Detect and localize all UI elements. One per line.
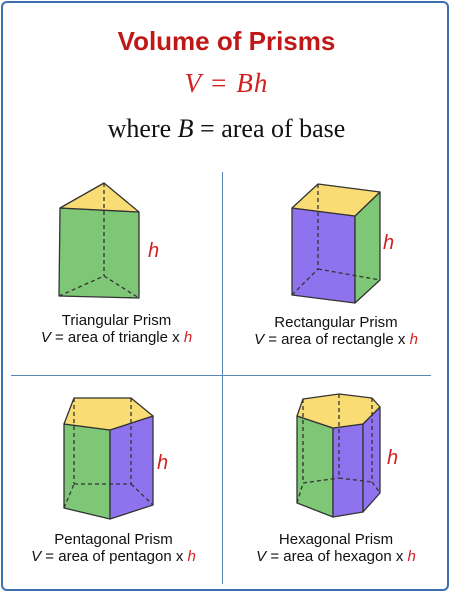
pentagonal-formula-text: = area of pentagon x <box>41 548 188 565</box>
pentagonal-prism-right-face <box>109 415 154 520</box>
rectangular-prism-caption: Rectangular Prism V = area of rectangle … <box>230 314 442 348</box>
hexagonal-prism-name: Hexagonal Prism <box>278 531 394 548</box>
base-definition: where B = area of base <box>0 114 453 144</box>
base-symbol: B <box>177 114 194 143</box>
triangular-prism-top-face <box>59 182 140 213</box>
triangular-prism-caption: Triangular Prism V = area of triangle x … <box>11 312 222 346</box>
triangular-prism-front-face <box>58 207 140 299</box>
volume-symbol: V <box>254 331 265 348</box>
pentagonal-prism-figure <box>63 397 154 520</box>
pentagonal-formula-var: h <box>187 548 196 565</box>
hexagonal-prism-formula: V = area of hexagon x h <box>226 548 446 565</box>
hexagonal-height-label: h <box>387 447 399 469</box>
pentagonal-prism-caption: Pentagonal Prism V = area of pentagon x … <box>5 531 222 565</box>
triangular-prism-name: Triangular Prism <box>61 312 172 329</box>
triangular-height-label: h <box>148 240 160 262</box>
base-definition-text: = area of base <box>193 114 346 143</box>
triangular-prism-figure <box>58 182 140 299</box>
rectangular-prism-figure <box>291 183 381 304</box>
rectangular-height-label: h <box>383 232 395 254</box>
pentagonal-height-label: h <box>157 452 169 474</box>
pentagonal-prism-name: Pentagonal Prism <box>54 531 173 548</box>
page-title: Volume of Prisms <box>117 26 336 56</box>
where-word: where <box>107 114 172 143</box>
rectangular-formula-var: h <box>409 331 418 348</box>
horizontal-divider <box>11 375 431 376</box>
triangular-formula-text: = area of triangle x <box>50 329 184 346</box>
hexagonal-formula-var: h <box>407 548 416 565</box>
rectangular-prism-front-face <box>291 207 356 304</box>
rectangular-formula-text: = area of rectangle x <box>264 331 410 348</box>
vertical-divider <box>222 172 223 584</box>
pentagonal-prism-formula: V = area of pentagon x h <box>5 548 222 565</box>
pentagonal-prism-left-face <box>63 423 111 520</box>
triangular-formula-var: h <box>183 329 193 346</box>
rectangular-prism-name: Rectangular Prism <box>274 314 398 331</box>
hexagonal-prism-caption: Hexagonal Prism V = area of hexagon x h <box>226 531 446 565</box>
volume-symbol: V <box>40 329 51 346</box>
hexagonal-prism-figure <box>296 393 381 518</box>
volume-symbol: V <box>256 548 267 565</box>
rectangular-prism-top-face <box>291 183 381 217</box>
hexagonal-prism-left-face <box>296 415 334 518</box>
hexagonal-prism-mid-face <box>332 423 364 518</box>
triangular-prism-formula: V = area of triangle x h <box>11 329 222 346</box>
volume-formula: V = Bh <box>184 68 269 98</box>
rectangular-prism-formula: V = area of rectangle x h <box>230 331 442 348</box>
volume-symbol: V <box>31 548 42 565</box>
hexagonal-formula-text: = area of hexagon x <box>266 548 408 565</box>
